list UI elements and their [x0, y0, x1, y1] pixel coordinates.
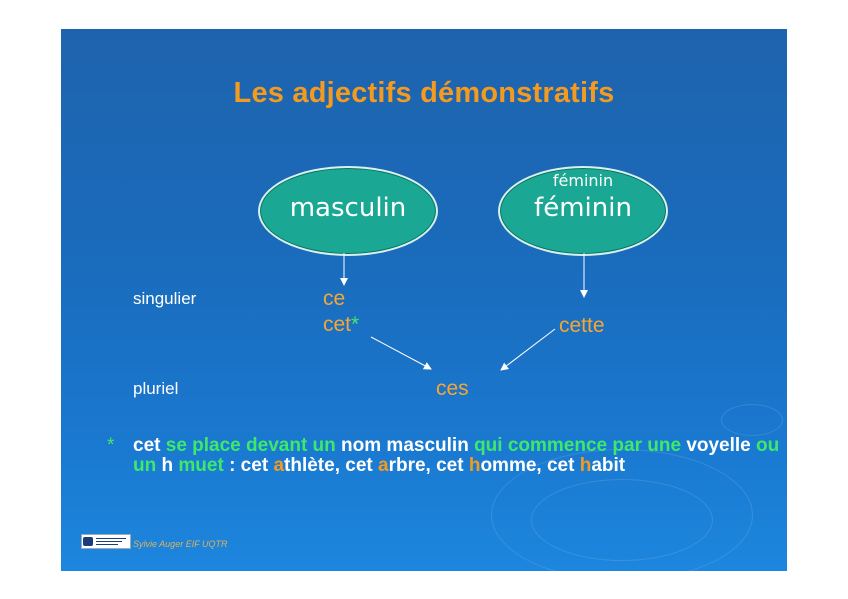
slide-title: Les adjectifs démonstratifs: [233, 77, 615, 109]
rule-note-text: cet se place devant un nom masculin qui …: [103, 436, 783, 476]
slide: Les adjectifs démonstratifs masculin fém…: [61, 29, 787, 571]
ripple-decoration: [491, 449, 753, 571]
rule-note-segment: h: [579, 455, 592, 476]
form-cette: cette: [559, 314, 605, 337]
school-logo: [81, 534, 131, 549]
rule-note-segment: ou un: [133, 435, 780, 476]
arrow-cet-to-ces: [370, 336, 432, 370]
rule-note-segment: voyelle: [686, 435, 757, 456]
oval-masculin: masculin: [258, 166, 438, 256]
row-label-singulier: singulier: [133, 289, 197, 308]
rule-note-segment: cet: [133, 435, 166, 456]
rule-note-asterisk: *: [107, 435, 115, 456]
rule-note-segment: a: [273, 455, 285, 476]
form-ces: ces: [436, 377, 469, 400]
row-label-pluriel: pluriel: [133, 379, 179, 398]
rule-note-segment: nom masculin: [341, 435, 475, 456]
rule-note-segment: : cet: [229, 455, 274, 476]
rule-note-segment: thlète, cet: [284, 455, 378, 476]
form-cet-text: cet: [323, 313, 352, 336]
form-cet-asterisk: *: [351, 313, 360, 336]
rule-note-segment: se place devant un: [165, 435, 342, 456]
rule-note-segment: rbre, cet: [388, 455, 469, 476]
rule-note-segment: muet: [178, 455, 230, 476]
oval-feminin: féminin féminin: [498, 166, 668, 256]
ripple-decoration: [721, 404, 783, 436]
rule-note-segment: abit: [591, 455, 626, 476]
arrow-cette-to-ces: [500, 328, 556, 371]
arrows-diagram: [340, 253, 588, 371]
rule-note-segment: h: [161, 455, 179, 476]
footer-credit: Sylvie Auger EIF UQTR: [133, 539, 228, 549]
ripple-decoration: [531, 479, 713, 561]
oval-feminin-small-label: féminin: [552, 171, 614, 190]
rule-note-segment: omme, cet: [480, 455, 580, 476]
form-ce: ce: [323, 287, 346, 310]
oval-feminin-label: féminin: [534, 193, 632, 223]
rule-note-segment: a: [378, 455, 389, 476]
rule-note-segment: qui commence par une: [474, 435, 687, 456]
form-cet: cet*: [323, 314, 359, 335]
rule-note-segment: h: [468, 455, 481, 476]
rule-note: * cet se place devant un nom masculin qu…: [103, 436, 783, 476]
oval-masculin-label: masculin: [289, 193, 407, 223]
